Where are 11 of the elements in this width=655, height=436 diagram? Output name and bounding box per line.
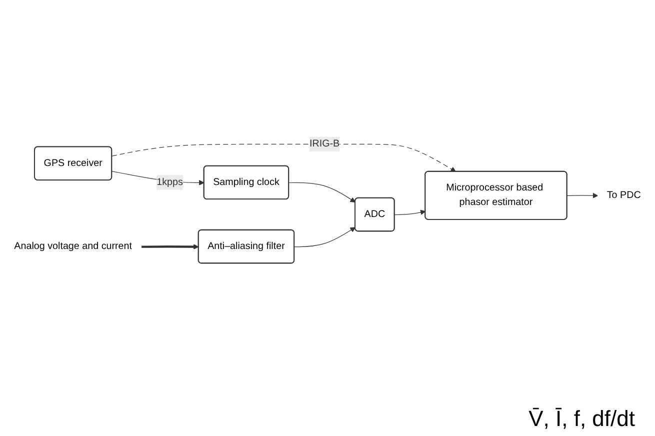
node-text: Analog voltage and current	[14, 240, 132, 252]
arrow	[394, 210, 426, 216]
output-quantities-note: V̄, Ī, f, df/dt	[528, 406, 635, 432]
arrow	[142, 244, 199, 250]
arrow	[112, 144, 456, 172]
edge-label: 1kpps	[156, 176, 183, 188]
arrow	[566, 192, 598, 198]
edge-label: IRIG-B	[310, 138, 340, 150]
arrow	[288, 182, 356, 202]
arrow	[294, 227, 356, 248]
node-text: To PDC	[606, 190, 641, 200]
